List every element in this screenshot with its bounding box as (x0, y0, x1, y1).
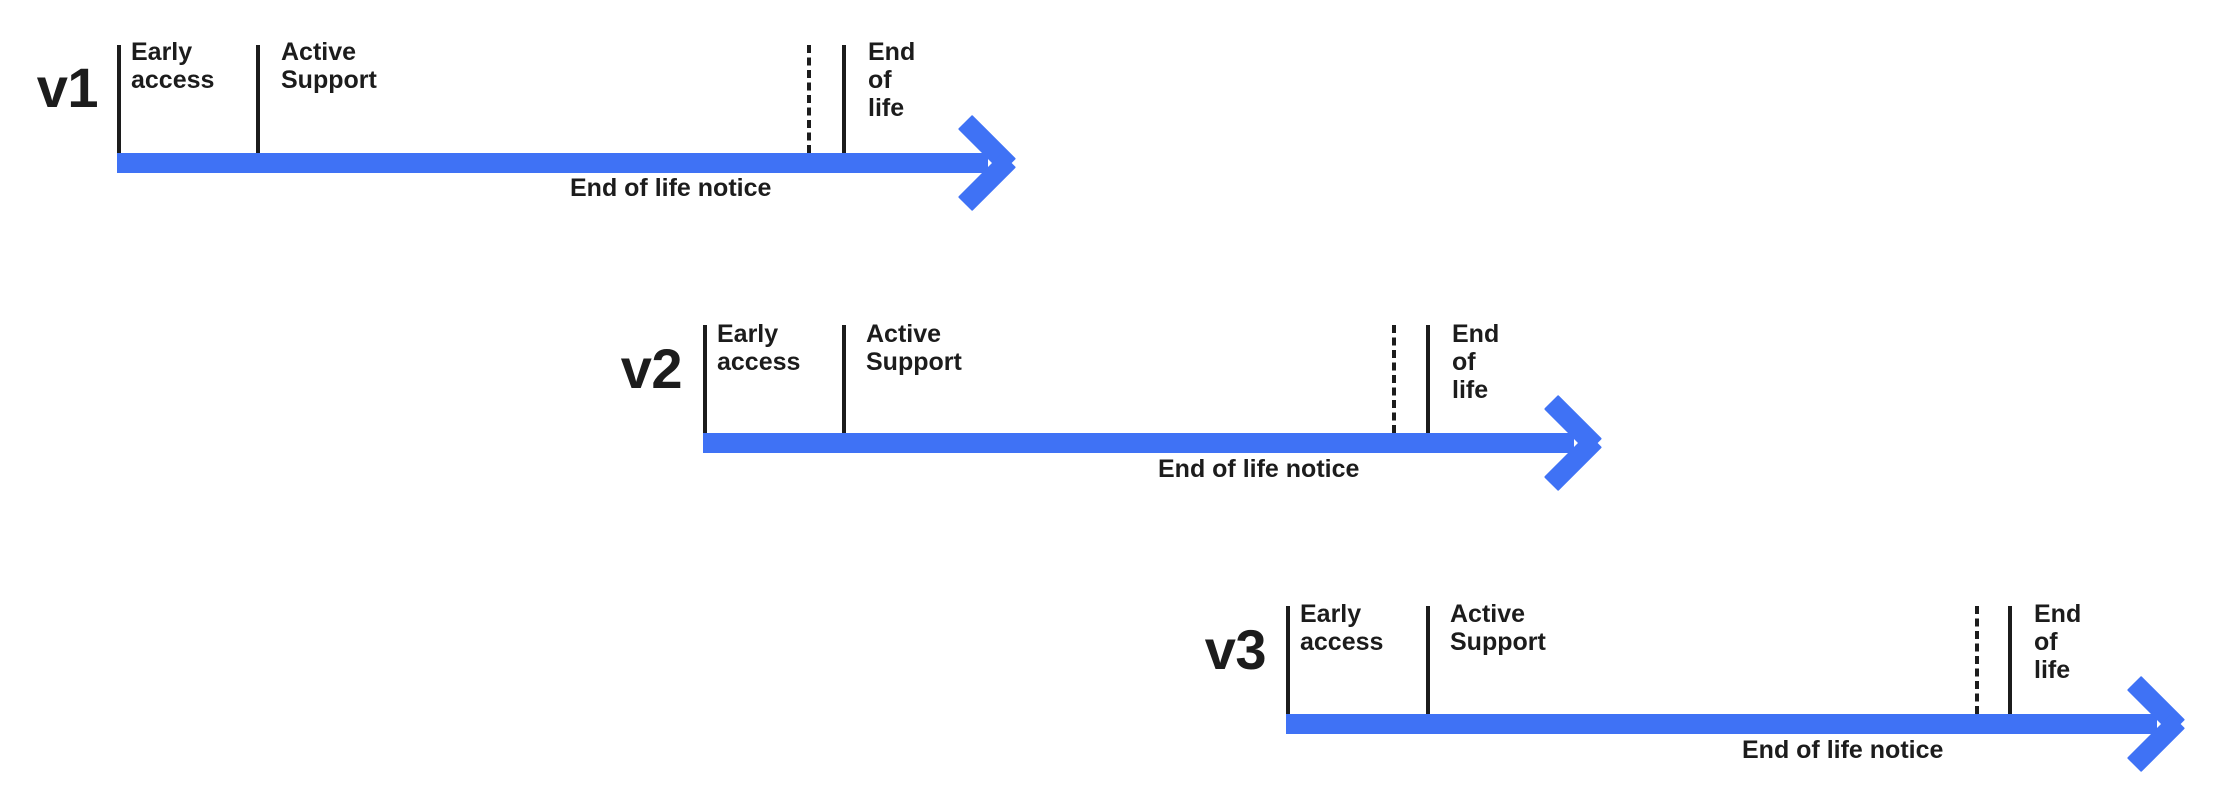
version-label-v2: v2 (620, 337, 683, 400)
phase-boundary-marker-v2-0 (703, 325, 707, 433)
version-label-v1: v1 (36, 56, 99, 119)
phase-label-v3-2: End of life (2034, 600, 2082, 684)
phase-boundary-marker-v3-0 (1286, 606, 1290, 714)
phase-boundary-marker-v2-1 (842, 325, 846, 433)
phase-boundary-marker-v3-3 (2008, 606, 2012, 714)
timeline-bar-v1 (117, 153, 988, 173)
eol-notice-label-v2: End of life notice (1158, 455, 1360, 483)
eol-notice-label-v3: End of life notice (1742, 736, 1944, 764)
phase-boundary-marker-v1-3 (842, 45, 846, 153)
phase-boundary-marker-v1-0 (117, 45, 121, 153)
phase-boundary-marker-v3-1 (1426, 606, 1430, 714)
phase-boundary-marker-v1-1 (256, 45, 260, 153)
timeline-bar-v3 (1286, 714, 2157, 734)
timeline-bar-v2 (703, 433, 1574, 453)
timeline-arrow-icon-v3 (2127, 693, 2189, 755)
phase-label-v2-0: Early access (717, 320, 801, 376)
timeline-arrow-icon-v2 (1544, 412, 1606, 474)
phase-label-v1-1: Active Support (281, 38, 377, 94)
eol-notice-label-v1: End of life notice (570, 174, 772, 202)
phase-label-v2-1: Active Support (866, 320, 962, 376)
phase-label-v2-2: End of life (1452, 320, 1500, 404)
phase-label-v1-0: Early access (131, 38, 215, 94)
version-label-v3: v3 (1204, 618, 1267, 681)
phase-label-v1-2: End of life (868, 38, 916, 122)
eol-notice-dashed-marker-v1 (807, 45, 811, 153)
phase-label-v3-0: Early access (1300, 600, 1384, 656)
phase-boundary-marker-v2-3 (1426, 325, 1430, 433)
eol-notice-dashed-marker-v2 (1392, 325, 1396, 433)
eol-notice-dashed-marker-v3 (1975, 606, 1979, 714)
phase-label-v3-1: Active Support (1450, 600, 1546, 656)
timeline-arrow-icon-v1 (958, 132, 1020, 194)
